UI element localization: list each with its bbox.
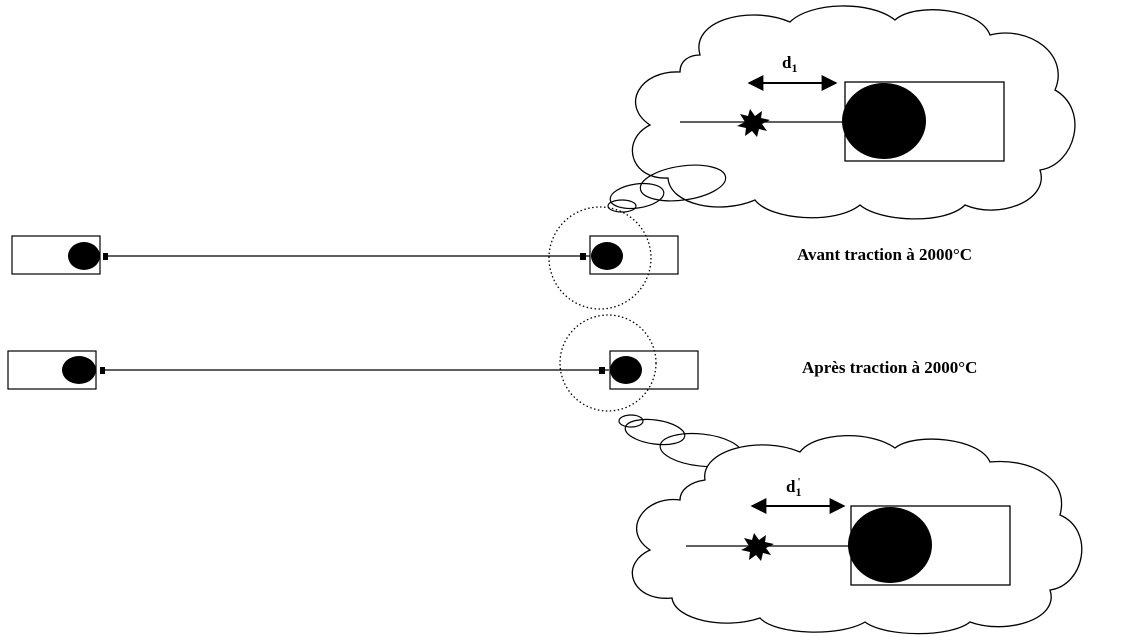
fiber-zoom-after [686,498,1011,586]
thought-bubbles-before [607,164,727,213]
zoom-circle-after [559,314,657,412]
distance-symbol: d [786,477,796,496]
bead-zoom-after [848,507,932,583]
distance-label-after: d1' [786,476,801,500]
distance-subscript: 1 [795,485,802,499]
zoom-circle-before [548,206,652,310]
bead-left-before [68,242,100,270]
distance-label-before: d1 [782,52,797,76]
distance-symbol: d [782,53,792,72]
fiber-zoom-before [680,75,1005,162]
bead-left-after [62,356,96,384]
label-before-traction: Avant traction à 2000°C [797,245,973,264]
label-after-traction: Après traction à 2000°C [802,358,978,377]
bead-zoom-before [842,83,926,159]
fiber-after [7,314,699,412]
bead-right-after [610,356,642,384]
distance-subscript: 1 [791,61,798,75]
defect-star-after [741,533,774,561]
fiber-before [11,206,679,310]
distance-prime: ' [797,476,801,488]
defect-star-before [737,109,770,137]
bead-right-before [591,242,623,270]
